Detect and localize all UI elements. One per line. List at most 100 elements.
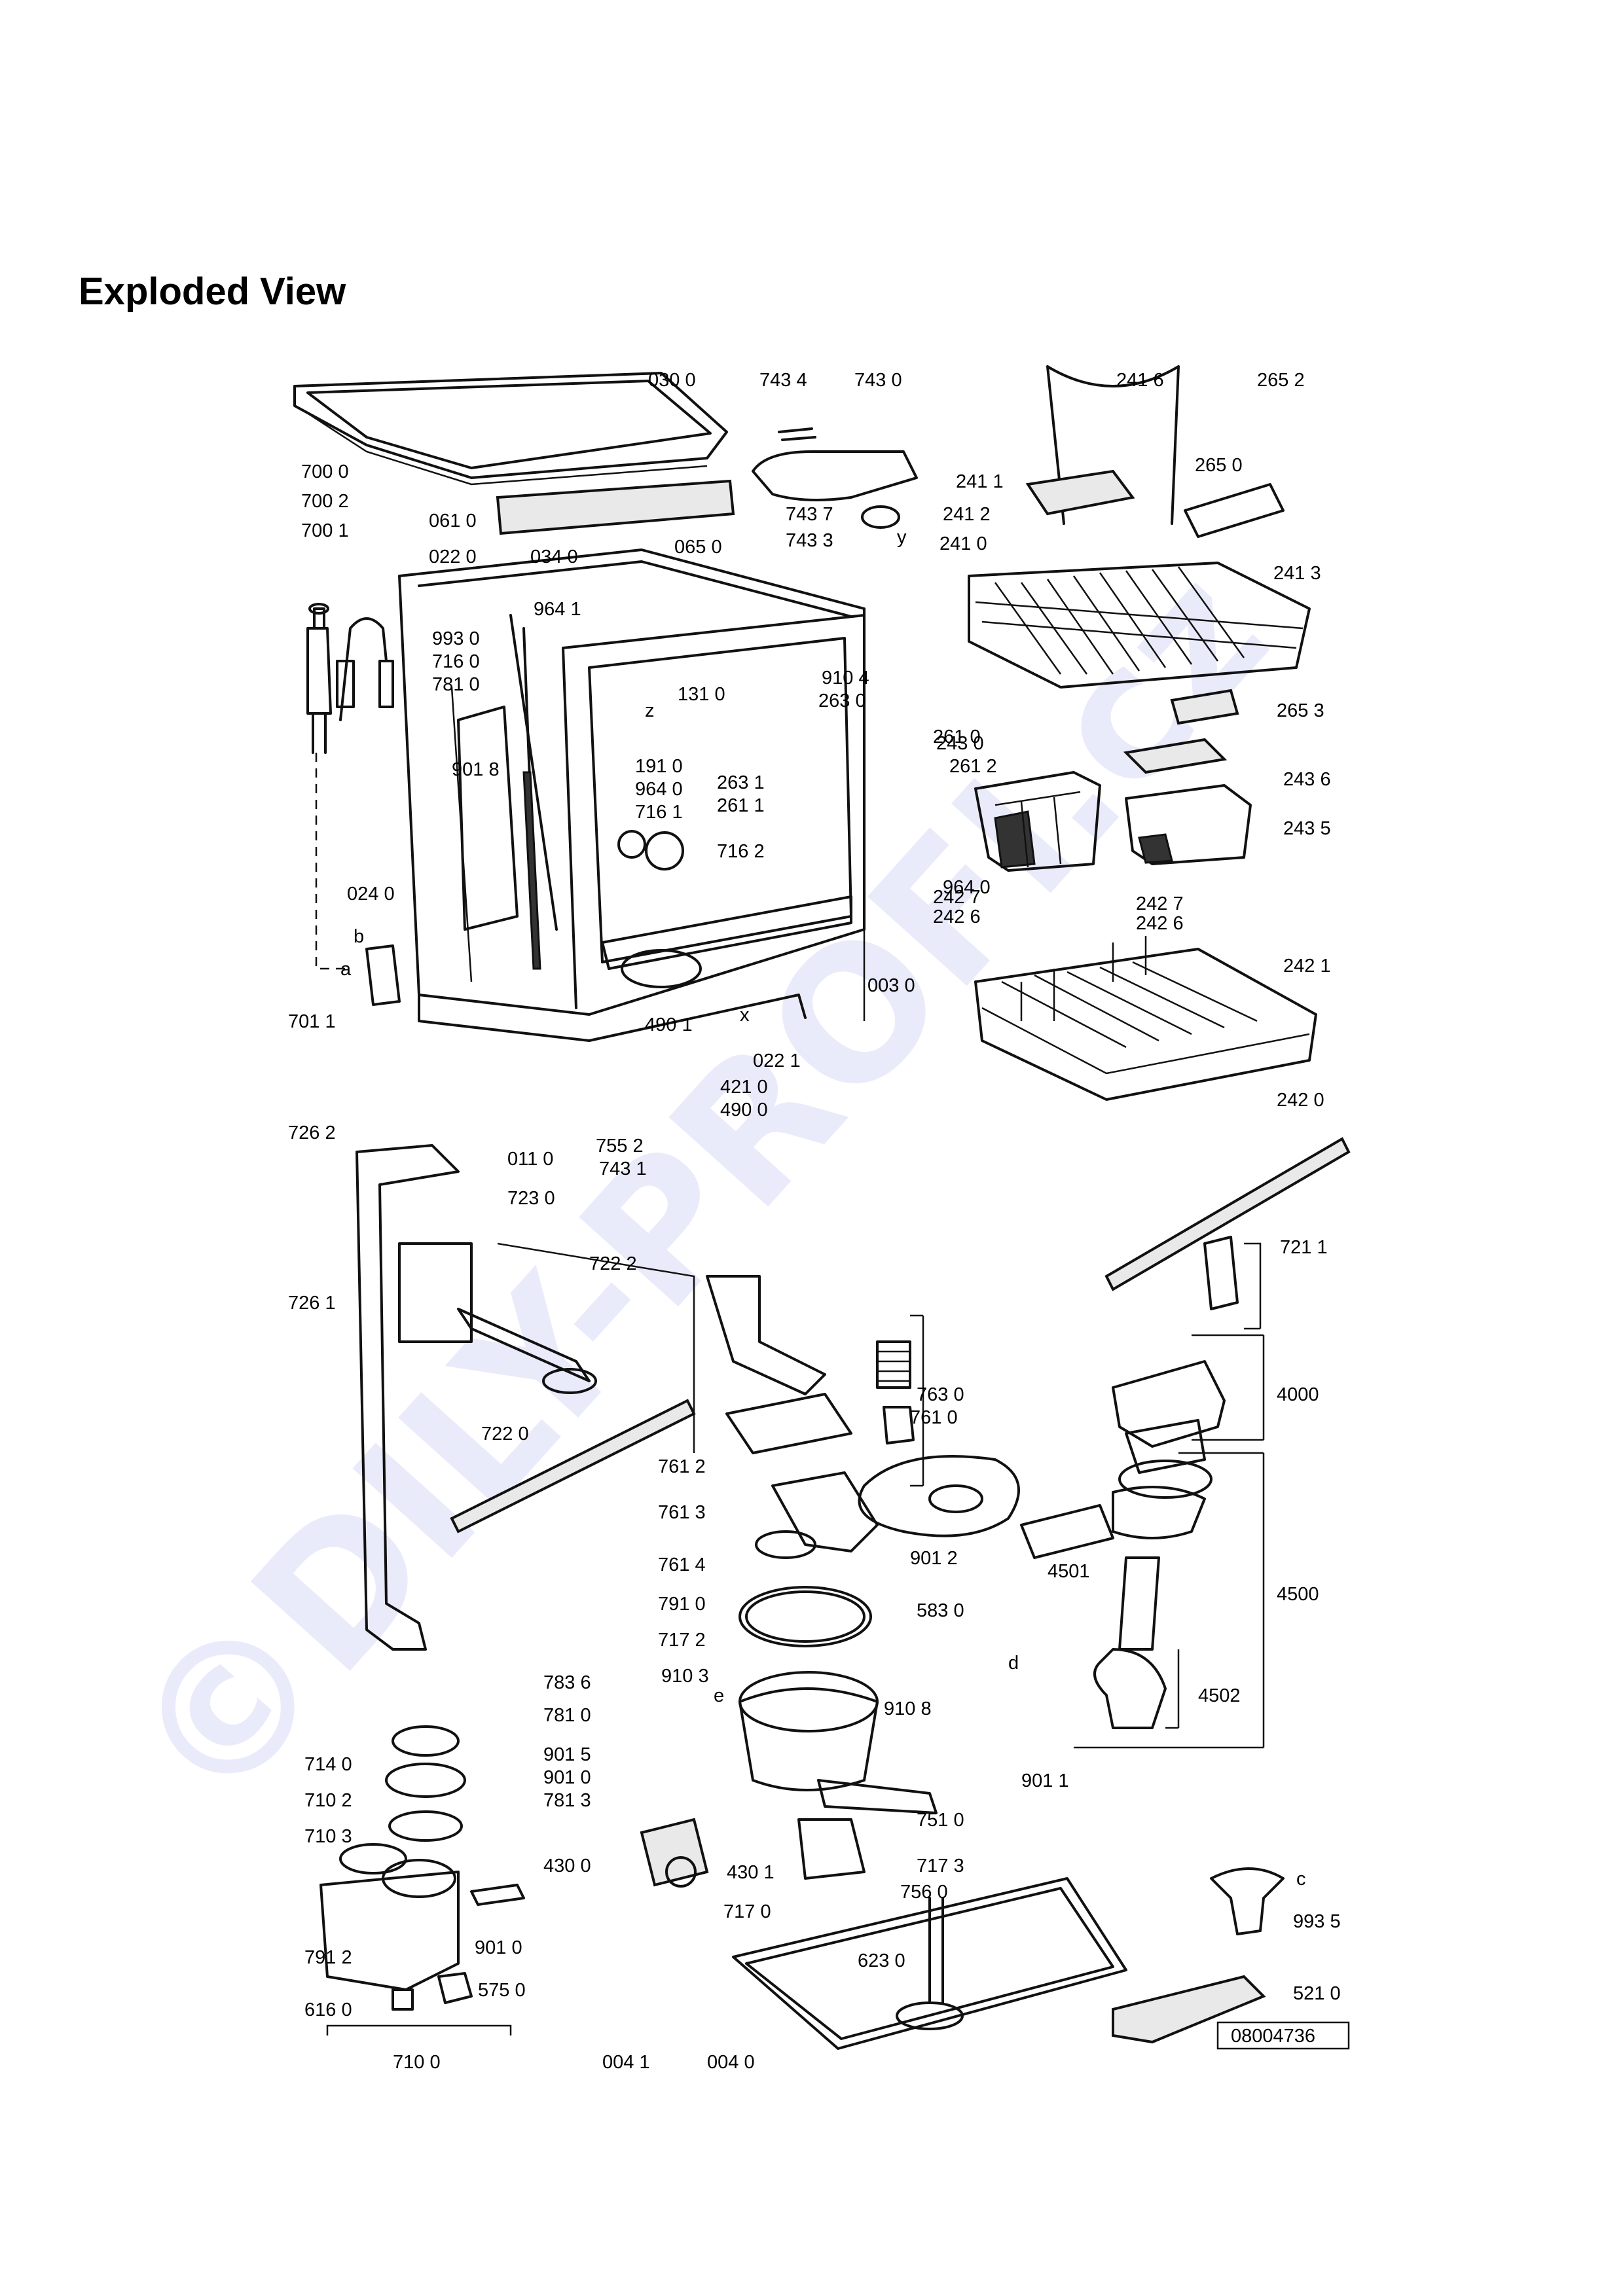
part-label: 011 0 xyxy=(507,1149,553,1170)
part-label: 700 0 xyxy=(301,461,349,482)
part-label: 743 1 xyxy=(599,1158,647,1179)
part-label: 910 3 xyxy=(661,1666,709,1687)
part-label: 717 2 xyxy=(658,1630,706,1651)
part-label: 242 6 xyxy=(933,906,981,927)
part-label: 243 5 xyxy=(1283,818,1331,839)
part-label: 993 5 xyxy=(1293,1911,1341,1932)
spray-arm-upper xyxy=(1104,1137,1351,1310)
reference-number: 08004736 xyxy=(1231,2026,1315,2047)
part-label: 791 2 xyxy=(304,1947,352,1968)
part-label: 263 1 xyxy=(717,772,765,793)
part-label: 761 3 xyxy=(658,1502,706,1523)
part-label: 964 0 xyxy=(943,877,991,898)
part-label: 241 1 xyxy=(956,471,1004,492)
part-label: 756 0 xyxy=(900,1882,948,1903)
part-label: 910 4 xyxy=(822,668,869,689)
part-label: 265 2 xyxy=(1257,370,1305,391)
part-label: 421 0 xyxy=(720,1077,768,1098)
part-label: 242 6 xyxy=(1136,913,1184,934)
part-label: 004 0 xyxy=(707,2052,755,2073)
part-label: 623 0 xyxy=(858,1950,905,1971)
part-label: 430 1 xyxy=(727,1862,775,1883)
page-title: Exploded View xyxy=(79,270,346,313)
callout-letter: x xyxy=(740,1005,750,1026)
part-label: 755 2 xyxy=(596,1136,644,1157)
part-label: 065 0 xyxy=(674,537,722,558)
part-label: 241 6 xyxy=(1116,370,1164,391)
part-label: 700 2 xyxy=(301,491,349,512)
part-label: 261 0 xyxy=(933,726,981,747)
reference-number-box xyxy=(1216,2021,1350,2050)
part-label: 241 3 xyxy=(1273,563,1321,584)
part-label: 783 6 xyxy=(543,1672,591,1693)
filter-assembly xyxy=(755,1340,1020,1559)
upper-basket xyxy=(968,365,1311,725)
part-label: 781 0 xyxy=(543,1705,591,1726)
part-label: 743 7 xyxy=(786,504,833,525)
part-label: 243 6 xyxy=(1283,769,1331,790)
cutlery-basket-small xyxy=(1123,738,1252,865)
part-label: 575 0 xyxy=(478,1980,526,2001)
part-label: 710 0 xyxy=(393,2052,441,2073)
part-label: 716 1 xyxy=(635,802,683,823)
part-label: 131 0 xyxy=(678,684,725,705)
cutlery-basket xyxy=(974,771,1101,872)
part-label: 243 0 xyxy=(936,733,984,754)
part-label: 263 0 xyxy=(818,691,866,711)
part-label: 717 0 xyxy=(723,1901,771,1922)
part-label: 701 1 xyxy=(288,1011,336,1032)
part-label: 721 1 xyxy=(1280,1237,1328,1258)
part-label: 003 0 xyxy=(867,975,915,996)
part-label: 490 1 xyxy=(645,1014,693,1035)
part-label: 761 0 xyxy=(910,1407,958,1428)
part-label: 901 0 xyxy=(475,1937,522,1958)
part-label: 242 1 xyxy=(1283,956,1331,977)
part-label: 4501 xyxy=(1048,1561,1090,1582)
callout-letter: z xyxy=(645,700,655,721)
top-seal-strip xyxy=(496,479,735,535)
part-label: 241 0 xyxy=(939,533,987,554)
part-label: 430 0 xyxy=(543,1856,591,1876)
circulation-pump xyxy=(1020,1360,1226,1729)
water-softener xyxy=(319,1725,525,2011)
part-label: 030 0 xyxy=(648,370,696,391)
part-label: 616 0 xyxy=(304,2000,352,2020)
worktop-part xyxy=(293,372,728,486)
part-label: 791 0 xyxy=(658,1594,706,1615)
sump-assembly xyxy=(640,1586,938,1888)
part-label: 901 5 xyxy=(543,1744,591,1765)
part-label: 061 0 xyxy=(429,511,477,531)
part-label: 901 0 xyxy=(543,1767,591,1788)
part-label: 717 3 xyxy=(917,1856,964,1876)
part-label: 781 0 xyxy=(432,674,480,695)
callout-letter: d xyxy=(1008,1653,1019,1674)
base-plate xyxy=(732,1877,1127,2050)
callout-letter: y xyxy=(897,527,907,548)
part-label: 726 1 xyxy=(288,1293,336,1314)
funnel-part xyxy=(1210,1867,1285,1935)
part-label: 4000 xyxy=(1277,1384,1319,1405)
part-label: 901 2 xyxy=(910,1548,958,1569)
center-pipe xyxy=(706,1275,852,1454)
part-label: 024 0 xyxy=(347,884,395,905)
control-panel-part xyxy=(1112,1975,1266,2044)
part-label: 710 2 xyxy=(304,1790,352,1811)
lower-basket xyxy=(974,936,1317,1101)
callout-letter: c xyxy=(1296,1869,1306,1890)
part-label: 261 2 xyxy=(949,756,997,777)
part-label: 265 0 xyxy=(1195,455,1243,476)
callout-letter: b xyxy=(354,926,364,947)
deflector-part xyxy=(752,427,918,529)
dishwasher-tub xyxy=(398,548,866,1042)
part-label: 242 7 xyxy=(933,887,981,908)
callout-letter: a xyxy=(340,959,352,980)
part-label: 993 0 xyxy=(432,628,480,649)
part-label: 242 0 xyxy=(1277,1090,1324,1111)
part-label: 714 0 xyxy=(304,1754,352,1775)
part-label: 743 4 xyxy=(759,370,807,391)
part-label: 716 0 xyxy=(432,651,480,672)
part-label: 743 3 xyxy=(786,530,833,551)
part-label: 191 0 xyxy=(635,756,683,777)
part-label: 910 8 xyxy=(884,1698,932,1719)
